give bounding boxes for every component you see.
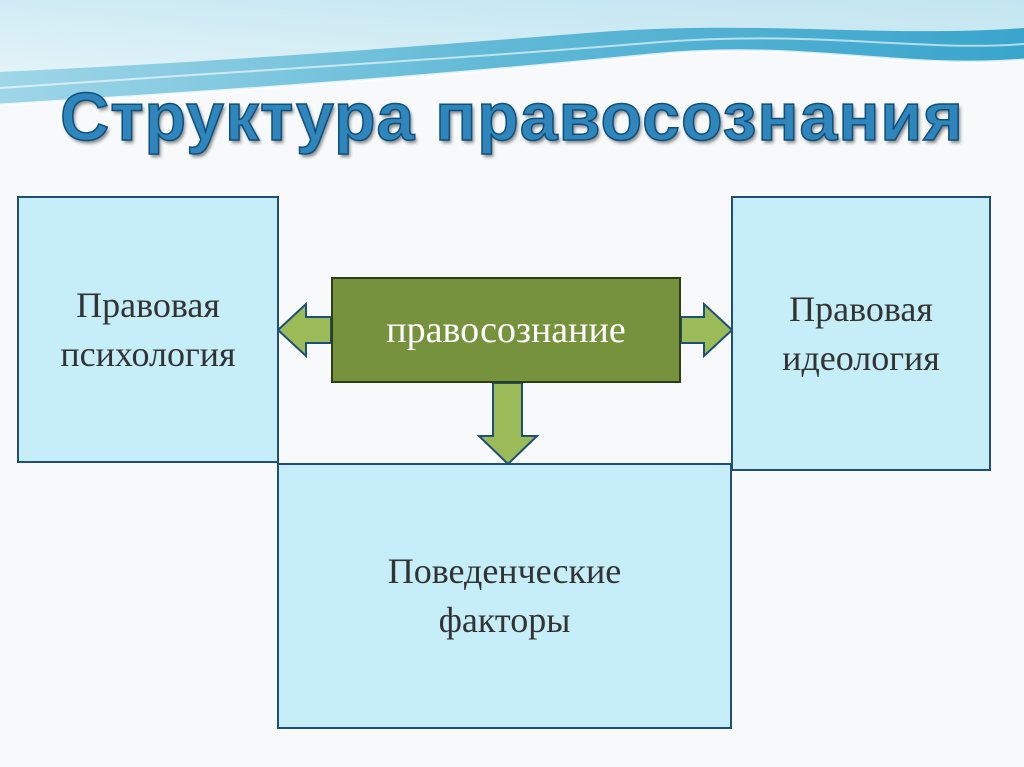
- node-legal-ideology-line1: Правовая: [789, 288, 933, 329]
- node-legal-ideology: Правовая идеология: [731, 196, 991, 471]
- node-behavioral-factors: Поведенческие факторы: [277, 463, 732, 729]
- node-legal-psychology: Правовая психология: [17, 196, 279, 463]
- node-behavioral-factors-line1: Поведенческие: [387, 551, 622, 592]
- arrow-down-icon: [476, 382, 540, 466]
- arrow-left-icon: [276, 301, 332, 359]
- page-title: Структура правосознания: [59, 78, 964, 156]
- node-legal-psychology-line2: психология: [60, 333, 236, 374]
- node-behavioral-factors-line2: факторы: [438, 600, 571, 640]
- arrow-right-icon: [680, 301, 734, 359]
- node-legal-consciousness-label: правосознание: [386, 309, 626, 351]
- node-legal-psychology-line1: Правовая: [76, 284, 220, 325]
- wave-header-decoration: [0, 0, 1024, 107]
- node-legal-ideology-line2: идеология: [782, 337, 940, 378]
- node-legal-consciousness: правосознание: [331, 277, 681, 383]
